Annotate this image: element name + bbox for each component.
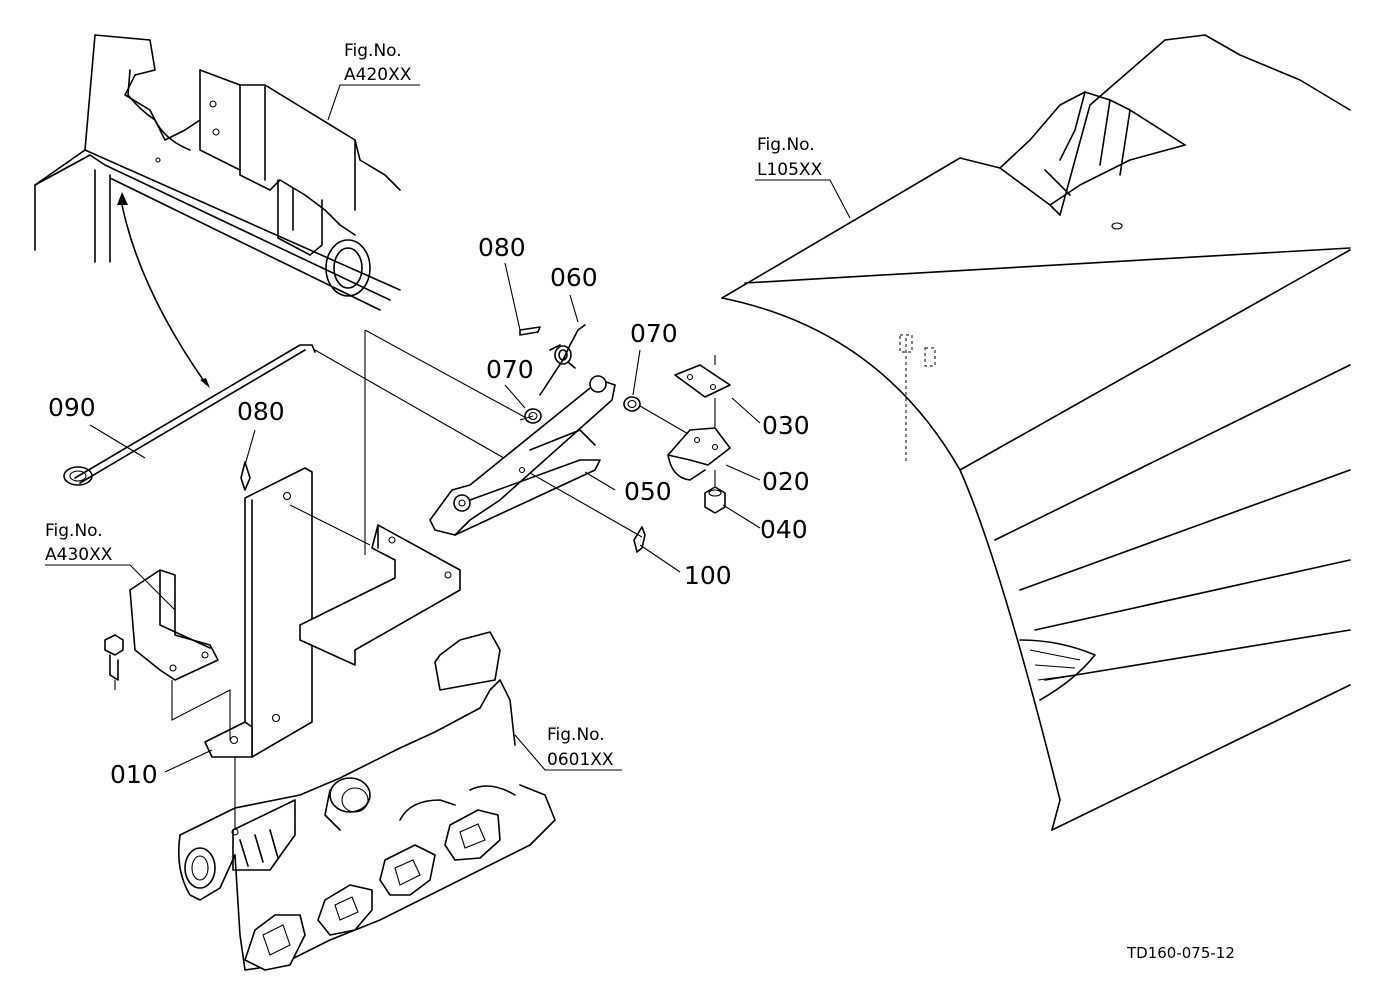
callout-010: 010 — [110, 760, 158, 789]
callout-020: 020 — [762, 467, 810, 496]
washer-070-right — [623, 396, 641, 412]
fig-ref-code-a420: A420XX — [344, 65, 412, 85]
callout-070-right: 070 — [630, 319, 678, 348]
nut-040 — [704, 486, 726, 514]
fig-ref-code-0601: 0601XX — [547, 750, 614, 770]
radiator-shroud-drawing — [34, 34, 401, 311]
spring-060 — [539, 324, 586, 396]
callout-090: 090 — [48, 393, 96, 422]
callout-080-top: 080 — [478, 233, 526, 262]
pin-080-left — [240, 461, 251, 491]
leader-lines — [45, 84, 851, 773]
fig-ref-label-a420: Fig.No. — [344, 41, 402, 61]
fig-ref-label-a430: Fig.No. — [45, 521, 103, 541]
fig-ref-code-a430: A430XX — [45, 545, 113, 565]
callout-040: 040 — [760, 515, 808, 544]
install-arrow — [117, 192, 210, 388]
pin-080-top — [519, 326, 541, 336]
lever-050 — [429, 375, 616, 536]
drawing-code: TD160-075-12 — [1126, 944, 1235, 962]
plate-030 — [674, 364, 731, 398]
callout-060: 060 — [550, 263, 598, 292]
fig-ref-label-l105: Fig.No. — [757, 135, 815, 155]
callout-080-left: 080 — [237, 397, 285, 426]
hood-drawing — [721, 34, 1351, 831]
callout-030: 030 — [762, 411, 810, 440]
fig-ref-code-l105: L105XX — [757, 160, 823, 180]
bracket-010 — [204, 329, 531, 758]
exhaust-manifold — [177, 631, 556, 971]
callout-070-left: 070 — [486, 355, 534, 384]
bracket-a430 — [104, 569, 231, 740]
fig-ref-label-0601: Fig.No. — [547, 725, 605, 745]
callout-050: 050 — [624, 477, 672, 506]
cotter-pin-100 — [633, 526, 646, 553]
bracket-020 — [667, 427, 731, 481]
callout-100: 100 — [684, 561, 732, 590]
rod-090 — [63, 344, 316, 486]
